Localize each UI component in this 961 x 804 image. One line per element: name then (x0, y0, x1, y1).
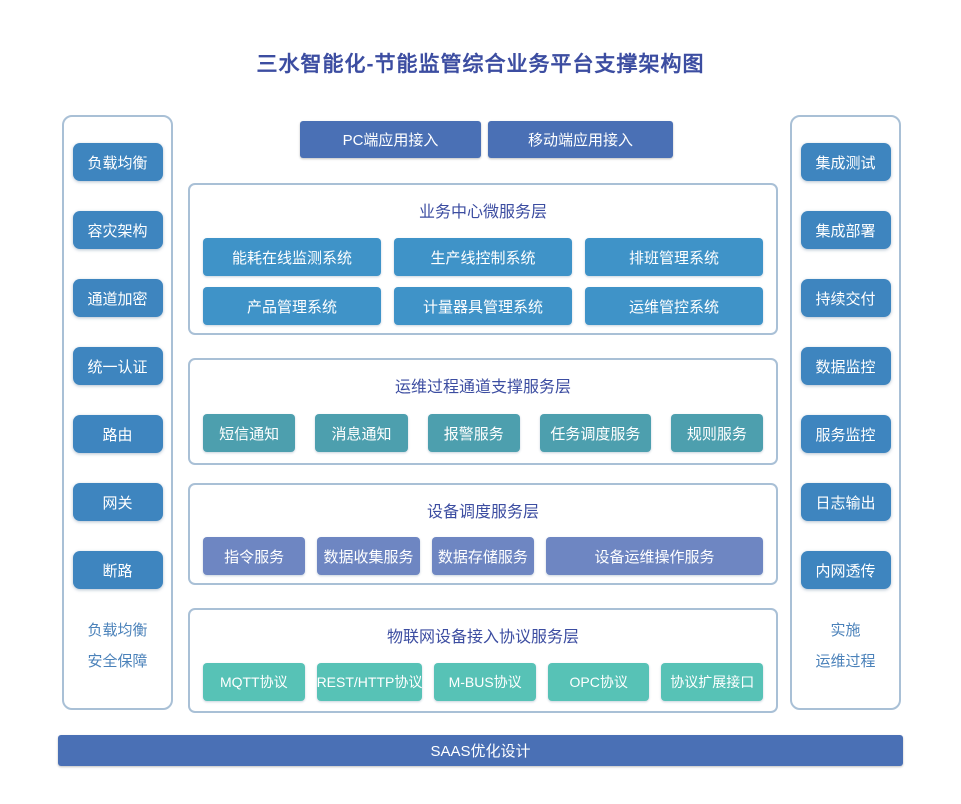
right-sidebar-item: 日志输出 (800, 483, 891, 521)
protocol-box: OPC协议 (547, 663, 650, 701)
service-box: 设备运维操作服务 (546, 537, 763, 575)
layer-device-scheduling: 设备调度服务层 指令服务 数据收集服务 数据存储服务 设备运维操作服务 (188, 483, 778, 585)
service-box: 运维管控系统 (585, 287, 763, 325)
saas-footer-bar: SAAS优化设计 (58, 735, 903, 766)
layer-title: 设备调度服务层 (426, 504, 539, 521)
mobile-access-button: 移动端应用接入 (488, 121, 673, 158)
right-sidebar-item: 数据监控 (800, 347, 891, 385)
service-box: 能耗在线监测系统 (203, 238, 381, 276)
layer-boxes: MQTT协议 REST/HTTP协议 M-BUS协议 OPC协议 协议扩展接口 (203, 663, 764, 701)
right-sidebar-caption: 实施 运维过程 (815, 615, 875, 677)
right-sidebar-item: 服务监控 (800, 415, 891, 453)
layer-boxes: 短信通知 消息通知 报警服务 任务调度服务 规则服务 (203, 414, 764, 452)
left-sidebar-item: 负载均衡 (72, 143, 163, 181)
service-box: 报警服务 (427, 414, 520, 452)
right-sidebar-item: 集成测试 (800, 143, 891, 181)
left-sidebar-item: 断路 (72, 551, 163, 589)
caption-line: 运维过程 (815, 653, 876, 670)
protocol-box: 协议扩展接口 (661, 663, 764, 701)
layer-title: 业务中心微服务层 (418, 204, 547, 221)
left-sidebar-item: 通道加密 (72, 279, 163, 317)
service-box: 计量器具管理系统 (394, 287, 572, 325)
page-title: 三水智能化-节能监管综合业务平台支撑架构图 (256, 53, 705, 76)
pc-access-button: PC端应用接入 (300, 121, 481, 158)
service-box: 消息通知 (315, 414, 408, 452)
layer-boxes: 能耗在线监测系统 生产线控制系统 排班管理系统 产品管理系统 计量器具管理系统 … (203, 238, 763, 325)
right-sidebar-item: 持续交付 (800, 279, 891, 317)
service-box: 数据存储服务 (431, 537, 535, 575)
service-box: 任务调度服务 (539, 414, 651, 452)
service-box: 规则服务 (670, 414, 764, 452)
left-sidebar-panel: 负载均衡 容灾架构 通道加密 统一认证 路由 网关 断路 负载均衡 安全保障 (62, 115, 173, 710)
layer-iot-protocols: 物联网设备接入协议服务层 MQTT协议 REST/HTTP协议 M-BUS协议 … (188, 608, 778, 713)
right-sidebar-panel: 集成测试 集成部署 持续交付 数据监控 服务监控 日志输出 内网透传 实施 运维… (790, 115, 901, 710)
layer-title: 运维过程通道支撑服务层 (394, 379, 571, 396)
caption-line: 安全保障 (87, 653, 148, 670)
service-box: 产品管理系统 (203, 287, 381, 325)
layer-business-microservices: 业务中心微服务层 能耗在线监测系统 生产线控制系统 排班管理系统 产品管理系统 … (188, 183, 778, 335)
right-sidebar-item: 集成部署 (800, 211, 891, 249)
service-box: 指令服务 (203, 537, 306, 575)
service-box: 短信通知 (203, 414, 296, 452)
caption-line: 实施 (830, 622, 861, 639)
protocol-box: M-BUS协议 (434, 663, 536, 701)
protocol-box: REST/HTTP协议 (316, 663, 423, 701)
left-sidebar-caption: 负载均衡 安全保障 (87, 615, 147, 677)
layer-boxes: 指令服务 数据收集服务 数据存储服务 设备运维操作服务 (203, 537, 763, 575)
service-box: 排班管理系统 (585, 238, 763, 276)
caption-line: 负载均衡 (87, 622, 148, 639)
left-sidebar-item: 容灾架构 (72, 211, 163, 249)
right-sidebar-item: 内网透传 (800, 551, 891, 589)
service-box: 生产线控制系统 (394, 238, 572, 276)
left-sidebar-item: 网关 (72, 483, 163, 521)
left-sidebar-item: 统一认证 (72, 347, 163, 385)
layer-ops-channel-services: 运维过程通道支撑服务层 短信通知 消息通知 报警服务 任务调度服务 规则服务 (188, 358, 778, 465)
layer-title: 物联网设备接入协议服务层 (386, 629, 579, 646)
protocol-box: MQTT协议 (203, 663, 305, 701)
service-box: 数据收集服务 (317, 537, 420, 575)
left-sidebar-item: 路由 (72, 415, 163, 453)
